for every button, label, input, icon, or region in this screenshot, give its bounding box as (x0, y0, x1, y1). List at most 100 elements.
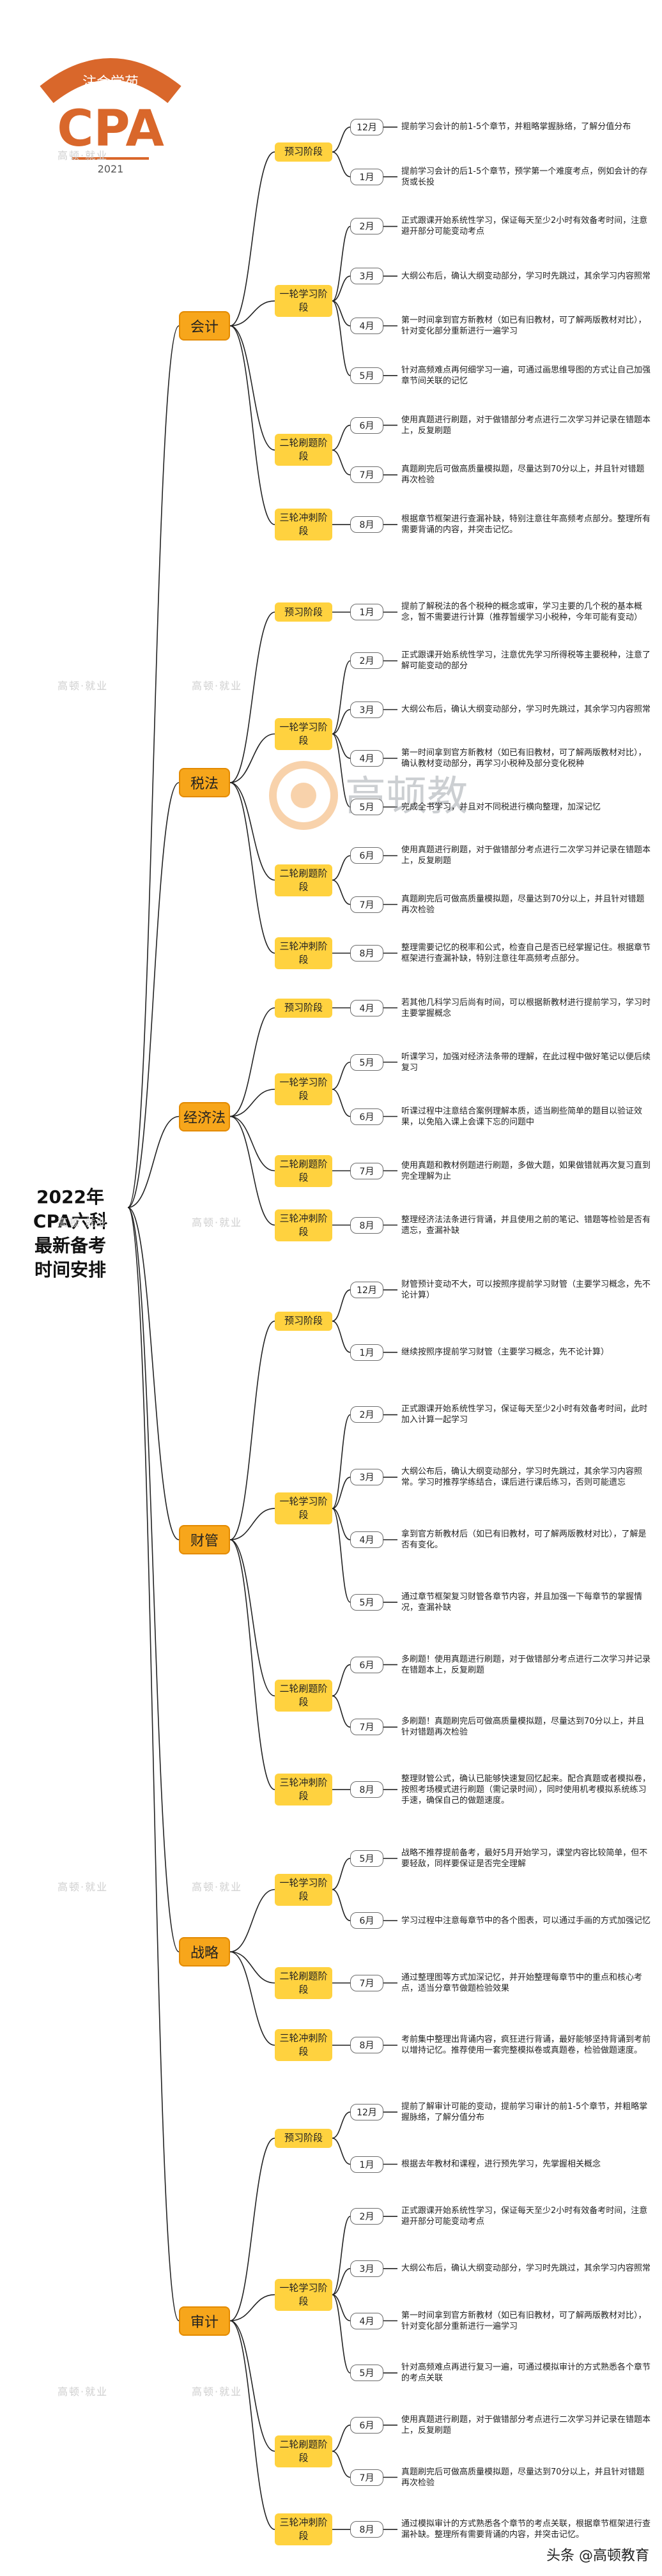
month-2-3-0: 8月 (350, 1216, 383, 1234)
note-3-1-3: 通过章节框架复习财管各章节内容，并且加强一下每章节的掌握情况，查漏补缺 (401, 1591, 643, 1613)
month-0-1-3: 5月 (350, 367, 383, 384)
logo-year: 2021 (98, 163, 124, 175)
phase-2-1: 一轮学习阶段 (275, 1073, 332, 1105)
subject-5: 审计 (179, 2306, 230, 2336)
note-2-2-0: 使用真题和教材例题进行刷题，多做大题，如果做错就再次复习直到完全理解为止 (401, 1160, 651, 1181)
note-5-1-0: 正式跟课开始系统性学习，保证每天至少2小时有效备考时间，注意避开部分可能变动考点 (401, 2206, 648, 2227)
phase-2-2: 二轮刷题阶段 (275, 1154, 332, 1187)
note-0-1-2: 第一时间拿到官方新教材（如已有旧教材，可了解两版教材对比），针对变化部分重新进行… (401, 316, 647, 336)
phase-5-2: 二轮刷题阶段 (275, 2435, 332, 2467)
note-5-2-1: 真题刷完后可做高质量模拟题，尽量达到70分以上，并且针对错题再次检验 (401, 2467, 645, 2488)
note-1-0-0: 提前了解税法的各个税种的概念或审，学习主要的几个税的基本概念，暂不需要进行计算（… (401, 602, 643, 623)
watermark-text: 高顿·就业 (58, 2386, 109, 2398)
phase-5-3: 三轮冲刺阶段 (275, 2513, 332, 2546)
note-5-0-1: 根据去年教材和课程，进行预先学习，先掌握相关概念 (401, 2159, 601, 2169)
phase-5-1: 一轮学习阶段 (275, 2278, 332, 2311)
logo: 注会学苑 CPA 2021 (40, 58, 181, 175)
note-5-1-3: 针对高频难点再进行复习一遍，可通过模拟审计的方式熟悉各个章节的考点关联 (401, 2363, 651, 2384)
note-0-1-3: 针对高频难点再何细学习一遍，可通过画思维导图的方式让自己加强章节间关联的记忆 (401, 365, 651, 386)
month-0-1-0: 2月 (350, 218, 383, 235)
month-4-2-0: 8月 (350, 2037, 383, 2054)
month-5-2-0: 6月 (350, 2416, 383, 2434)
subject-3: 财管 (179, 1525, 230, 1554)
note-3-1-1: 大纲公布后，确认大纲变动部分，学习时先跳过，其余学习内容照常。学习时推荐学练结合… (401, 1467, 643, 1488)
note-3-0-1: 继续按照序提前学习财管（主要学习概念，先不论计算） (401, 1347, 610, 1358)
watermark-text: 高顿·就业 (192, 1216, 243, 1229)
phase-4-1: 二轮刷题阶段 (275, 1966, 332, 1999)
month-3-2-0: 6月 (350, 1656, 383, 1673)
note-5-0-0: 提前了解审计可能的变动，提前学习审计的前1-5个章节，并粗略掌握脉络，了解分值分… (401, 2101, 648, 2122)
month-1-3-0: 8月 (350, 944, 383, 962)
month-2-1-0: 5月 (350, 1054, 383, 1071)
month-3-1-2: 4月 (350, 1531, 383, 1548)
note-2-3-0: 整理经济法法条进行背诵，并且使用之前的笔记、错题等检验是否有遗忘，查漏补缺 (401, 1215, 651, 1236)
month-1-1-3: 5月 (350, 799, 383, 816)
note-3-2-1: 多刷题！真题刷完后可做高质量模拟题，尽量达到70分以上，并且针对错题再次检验 (401, 1717, 645, 1738)
watermark-text: 高顿·就业 (192, 1881, 243, 1893)
month-3-1-0: 2月 (350, 1406, 383, 1423)
phase-3-1: 一轮学习阶段 (275, 1492, 332, 1525)
note-4-1-0: 通过整理图等方式加深记忆，并开始整理每章节中的重点和核心考点，适当分章节做题检验… (401, 1972, 643, 1993)
month-5-3-0: 8月 (350, 2521, 383, 2538)
phase-1-2: 二轮刷题阶段 (275, 864, 332, 896)
logo-text: 注会学苑 (82, 75, 139, 91)
phase-3-3: 三轮冲刺阶段 (275, 1774, 332, 1806)
month-1-1-0: 2月 (350, 652, 383, 670)
note-5-3-0: 通过模拟审计的方式熟悉各个章节的考点关联，根据章节框架进行查漏补缺。整理所有需要… (401, 2519, 651, 2540)
note-1-2-1: 真题刷完后可做高质量模拟题，尽量达到70分以上，并且针对错题再次检验 (401, 894, 645, 915)
watermark-text: 高顿·就业 (192, 680, 243, 692)
note-4-0-1: 学习过程中注意每章节中的各个图表，可以通过手画的方式加强记忆 (401, 1915, 651, 1926)
month-3-1-3: 5月 (350, 1593, 383, 1611)
watermark-text: 高顿·就业 (58, 1881, 109, 1893)
watermark-text: 高顿·就业 (58, 680, 109, 692)
note-1-1-3: 完成全书学习，并且对不同税进行横向整理，加深记忆 (401, 802, 601, 812)
note-0-0-1: 提前学习会计的后1-5个章节，预学第一个难度考点，例如会计的存货或长投 (401, 166, 648, 187)
month-0-2-1: 7月 (350, 466, 383, 484)
month-0-2-0: 6月 (350, 417, 383, 434)
month-1-0-0: 1月 (350, 604, 383, 621)
note-0-1-1: 大纲公布后，确认大纲变动部分，学习时先跳过，其余学习内容照常 (401, 271, 651, 281)
month-5-1-1: 3月 (350, 2260, 383, 2277)
phase-5-0: 预习阶段 (275, 2128, 332, 2148)
month-0-0-1: 1月 (350, 168, 383, 185)
note-5-1-1: 大纲公布后，确认大纲变动部分，学习时先跳过，其余学习内容照常 (401, 2264, 651, 2274)
month-3-1-1: 3月 (350, 1469, 383, 1486)
subject-4: 战略 (179, 1937, 230, 1966)
phase-2-3: 三轮冲刺阶段 (275, 1209, 332, 1241)
note-1-1-0: 正式跟课开始系统性学习，注意优先学习所得税等主要税种，注意了解可能变动的部分 (401, 650, 651, 671)
month-5-1-3: 5月 (350, 2365, 383, 2382)
month-0-3-0: 8月 (350, 516, 383, 533)
note-2-1-0: 听课学习，加强对经济法条带的理解，在此过程中做好笔记以便后续复习 (401, 1052, 651, 1073)
phase-4-0: 一轮学习阶段 (275, 1873, 332, 1906)
note-0-3-0: 根据章节框架进行查漏补缺，特别注意往年高频考点部分。整理所有需要背诵的内容，并突… (401, 514, 651, 535)
note-5-2-0: 使用真题进行刷题，对于做错部分考点进行二次学习并记录在错题本上，反复刷题 (401, 2414, 651, 2435)
note-0-2-0: 使用真题进行刷题，对于做错部分考点进行二次学习并记录在错题本上，反复刷题 (401, 415, 651, 436)
month-4-0-0: 5月 (350, 1850, 383, 1867)
watermark-text: 高顿·就业 (58, 150, 109, 162)
month-4-0-1: 6月 (350, 1912, 383, 1929)
month-2-1-1: 6月 (350, 1108, 383, 1125)
phase-0-2: 二轮刷题阶段 (275, 434, 332, 466)
month-5-0-1: 1月 (350, 2156, 383, 2173)
subject-2: 经济法 (179, 1101, 230, 1131)
phase-4-2: 三轮冲刺阶段 (275, 2029, 332, 2062)
logo-cpa: CPA (57, 100, 164, 158)
note-2-0-0: 若其他几科学习后尚有时间，可以根据新教材进行提前学习，学习时主要掌握概念 (401, 997, 651, 1018)
month-3-0-1: 1月 (350, 1344, 383, 1361)
month-1-2-1: 7月 (350, 896, 383, 913)
month-0-0-0: 12月 (350, 118, 383, 135)
month-5-1-0: 2月 (350, 2208, 383, 2225)
month-3-0-0: 12月 (350, 1281, 383, 1298)
root-title: 2022年 CPA六科 最新备考 时间安排 (33, 1186, 108, 1280)
footer-text: 头条 @高顿教育 (546, 2548, 649, 2564)
note-2-1-1: 听课过程中注意结合案例理解本质，适当刷些简单的题目以验证效果，以免陷入课上会课下… (401, 1106, 643, 1127)
phase-0-1: 一轮学习阶段 (275, 285, 332, 318)
note-3-2-0: 多刷题！使用真题进行刷题，对于做错部分考点进行二次学习并记录在错题本上，反复刷题 (401, 1654, 651, 1675)
note-3-1-0: 正式跟课开始系统性学习，保证每天至少2小时有效备考时间，此时加入计算一起学习 (401, 1404, 648, 1425)
note-1-2-0: 使用真题进行刷题，对于做错部分考点进行二次学习并记录在错题本上，反复刷题 (401, 845, 651, 866)
month-1-2-0: 6月 (350, 847, 383, 864)
note-1-3-0: 整理需要记忆的税率和公式，检查自己是否已经掌握记住。根据章节框架进行查漏补缺，特… (401, 942, 651, 963)
month-5-2-1: 7月 (350, 2469, 383, 2486)
month-0-1-2: 4月 (350, 318, 383, 334)
footer: 头条 @高顿教育 (546, 2544, 649, 2564)
